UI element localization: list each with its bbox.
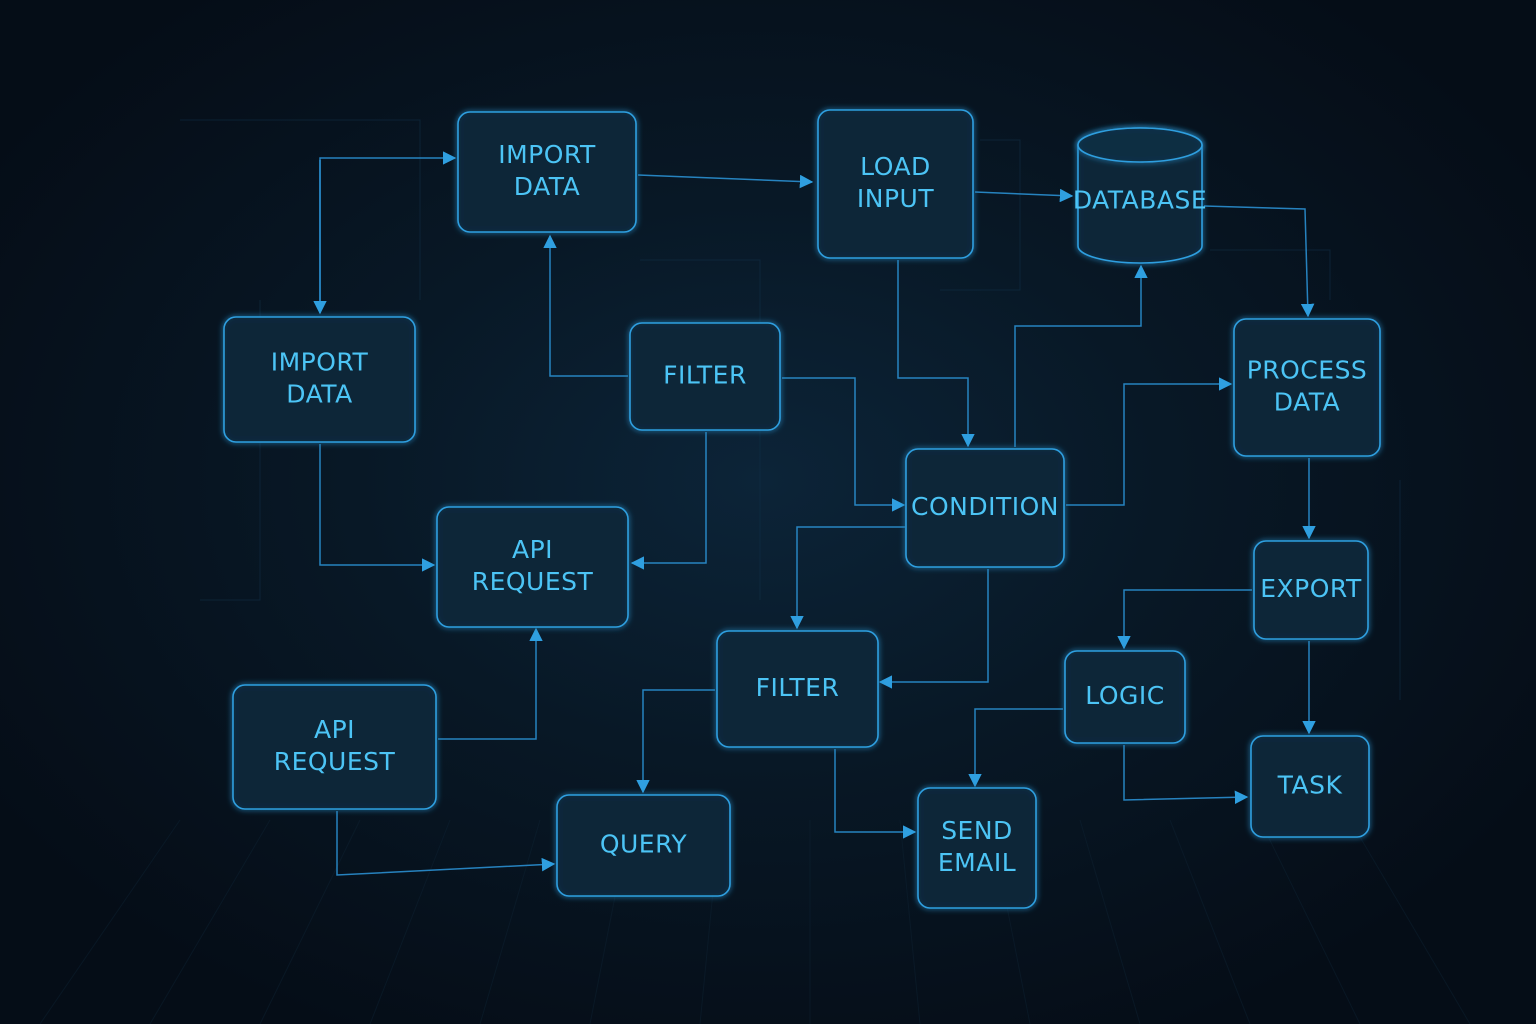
node-label-line: DATA	[286, 380, 352, 409]
node-label-line: IMPORT	[271, 348, 369, 377]
node-label-line: QUERY	[600, 830, 688, 859]
node-label-line: SEND	[941, 816, 1013, 845]
node-send-email[interactable]: SEND EMAIL	[917, 787, 1037, 909]
node-box	[905, 448, 1065, 568]
edge-n8-to-n3	[1014, 264, 1148, 447]
node-database[interactable]: DATABASE	[1073, 127, 1207, 264]
node-box	[629, 322, 781, 431]
grid-line	[1169, 819, 1251, 1024]
node-logic[interactable]: LOGIC	[1064, 650, 1186, 744]
grid-line	[899, 819, 921, 1024]
node-label-line: PROCESS	[1247, 356, 1368, 385]
node-label-line: API	[314, 715, 355, 744]
edge-n4-to-n1	[319, 151, 457, 313]
node-label-line: DATA	[1274, 388, 1340, 417]
node-box	[1253, 540, 1369, 640]
node-label-line: CONDITION	[911, 492, 1059, 521]
edge-n4-to-n7	[319, 444, 436, 572]
node-import-data[interactable]: IMPORT DATA	[457, 111, 637, 233]
node-process-data[interactable]: PROCESS DATA	[1233, 318, 1381, 457]
node-api-request[interactable]: API REQUEST	[232, 684, 437, 810]
edge-n9-to-n11	[1117, 589, 1252, 650]
edge-n11-to-n15	[1123, 745, 1249, 805]
grid-line	[1259, 819, 1361, 1024]
node-label-line: FILTER	[756, 673, 840, 702]
edges-layer	[313, 151, 1316, 876]
node-label-line: REQUEST	[274, 747, 396, 776]
node-label-line: DATABASE	[1073, 186, 1207, 215]
node-import-data[interactable]: IMPORT DATA	[223, 316, 416, 443]
node-filter[interactable]: FILTER	[716, 630, 879, 748]
node-box	[1064, 650, 1186, 744]
node-box	[817, 109, 974, 259]
edge-n5-to-n8	[782, 377, 906, 512]
node-box	[232, 684, 437, 810]
node-label-line: TASK	[1277, 771, 1343, 800]
grid-line	[1079, 819, 1141, 1024]
node-load-input[interactable]: LOAD INPUT	[817, 109, 974, 259]
database-cylinder-top	[1077, 127, 1203, 163]
edge-n2-to-n8	[897, 260, 975, 448]
edge-n2-to-n3	[974, 188, 1074, 203]
node-label-line: LOAD	[860, 152, 931, 181]
edge-n10-to-n13	[636, 689, 715, 794]
node-task[interactable]: TASK	[1250, 735, 1370, 838]
edge-n11-to-n14	[968, 708, 1063, 788]
node-box	[716, 630, 879, 748]
edge-n3-to-n6	[1203, 205, 1315, 318]
node-box	[1250, 735, 1370, 838]
node-box	[917, 787, 1037, 909]
edge-n12-to-n13	[336, 811, 556, 876]
node-label-line: EMAIL	[938, 848, 1016, 877]
node-box	[457, 111, 637, 233]
node-box	[1233, 318, 1381, 457]
node-label-line: IMPORT	[498, 140, 596, 169]
node-box	[436, 506, 629, 628]
node-box	[556, 794, 731, 897]
edge-n8-to-n10	[790, 526, 905, 630]
edge-n8-to-n10	[878, 569, 989, 689]
edge-n5-to-n7	[630, 432, 707, 570]
node-query[interactable]: QUERY	[556, 794, 731, 897]
node-label-line: INPUT	[857, 184, 934, 213]
grid-line	[369, 819, 451, 1024]
grid-line	[479, 819, 541, 1024]
grid-line	[149, 819, 271, 1024]
node-label-line: REQUEST	[472, 567, 594, 596]
node-label-line: FILTER	[663, 361, 747, 390]
node-label-line: EXPORT	[1260, 574, 1362, 603]
edge-n8-to-n6	[1066, 377, 1233, 506]
nodes-layer: IMPORT DATA LOAD INPUT DATABASE IMPORT DATA FIL…	[223, 109, 1381, 909]
edge-n5-to-n1	[543, 234, 628, 377]
node-export[interactable]: EXPORT	[1253, 540, 1369, 640]
edge-n1-to-n2	[637, 174, 814, 189]
grid-line	[39, 819, 181, 1024]
node-filter[interactable]: FILTER	[629, 322, 781, 431]
grid-line	[259, 819, 361, 1024]
node-api-request[interactable]: API REQUEST	[436, 506, 629, 628]
node-label-line: API	[512, 535, 553, 564]
node-label-line: DATA	[514, 172, 580, 201]
background-decoration	[39, 119, 1471, 1024]
grid-line	[1349, 819, 1471, 1024]
node-box	[223, 316, 416, 443]
edge-n10-to-n14	[834, 749, 917, 839]
node-label-line: LOGIC	[1085, 681, 1164, 710]
node-condition[interactable]: CONDITION	[905, 448, 1065, 568]
edge-n12-to-n7	[438, 627, 543, 740]
